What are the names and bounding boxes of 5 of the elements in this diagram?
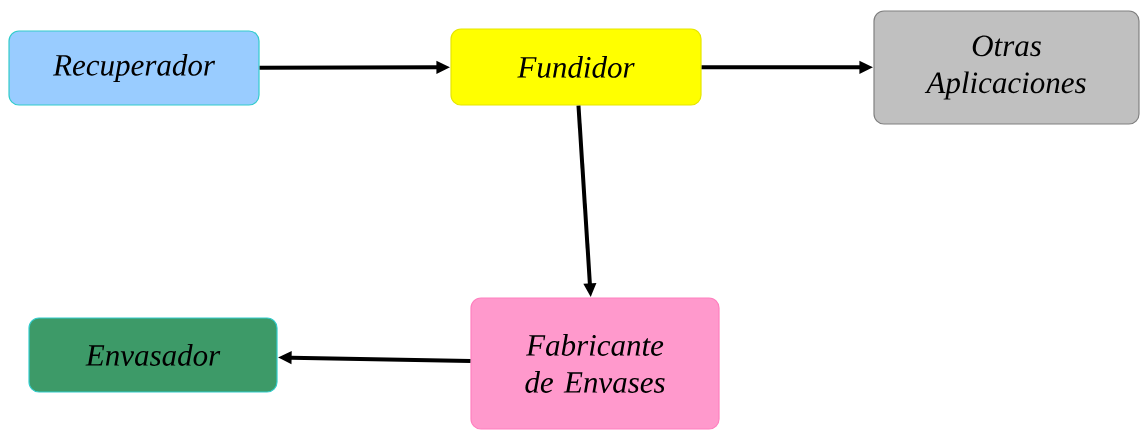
process-box: Fabricante de Envases <box>470 297 720 430</box>
process-box: Envasador <box>28 317 278 393</box>
process-box: Recuperador <box>8 30 260 106</box>
process-box: Otras Aplicaciones <box>873 10 1140 125</box>
process-box: Fundidor <box>450 28 702 106</box>
